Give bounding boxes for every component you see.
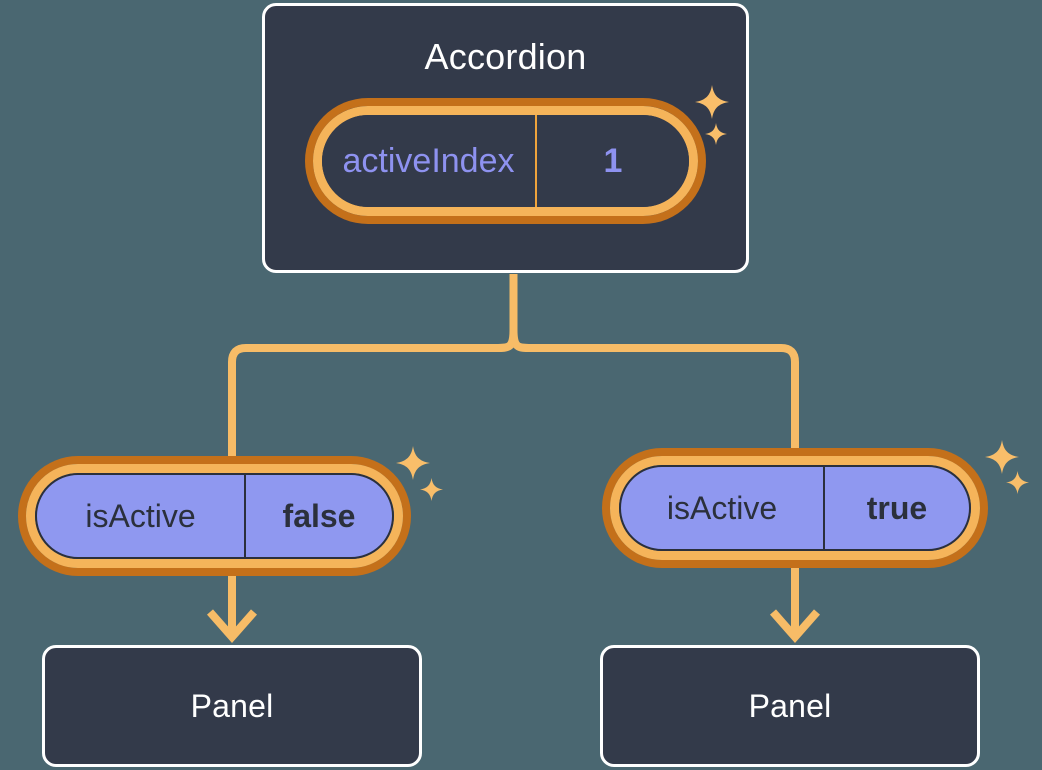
state-key-is-active-right: isActive [666, 489, 778, 526]
state-value-active-index: 1 [535, 115, 689, 207]
state-pill-inner: isActive true [619, 465, 971, 551]
state-key-is-active-left: isActive [85, 497, 196, 534]
panel-node-left[interactable]: Panel [42, 645, 422, 767]
state-pill-active-index[interactable]: activeIndex 1 [313, 106, 698, 216]
state-value-is-active-right: true [823, 467, 969, 549]
arrow-down-icon-right [769, 609, 821, 644]
state-pill-inner: activeIndex 1 [322, 115, 689, 207]
state-pill-is-active-false[interactable]: isActive false [26, 464, 403, 568]
state-pill-is-active-true[interactable]: isActive true [610, 456, 980, 560]
panel-node-right-title: Panel [748, 688, 832, 724]
sparkle-left-small [420, 478, 443, 501]
edge-split-right [509, 329, 799, 462]
sparkle-right-small [1006, 471, 1029, 494]
state-key-active-index: activeIndex [342, 141, 515, 180]
state-pill-inner: isActive false [35, 473, 394, 559]
edge-split-left [228, 329, 518, 470]
panel-node-right[interactable]: Panel [600, 645, 980, 767]
sparkle-right-large [985, 440, 1019, 474]
sparkle-left-large [396, 446, 430, 480]
accordion-node-title: Accordion [424, 36, 587, 77]
panel-node-left-title: Panel [190, 688, 274, 724]
arrow-down-icon-left [206, 609, 258, 644]
state-value-is-active-left: false [244, 475, 392, 557]
